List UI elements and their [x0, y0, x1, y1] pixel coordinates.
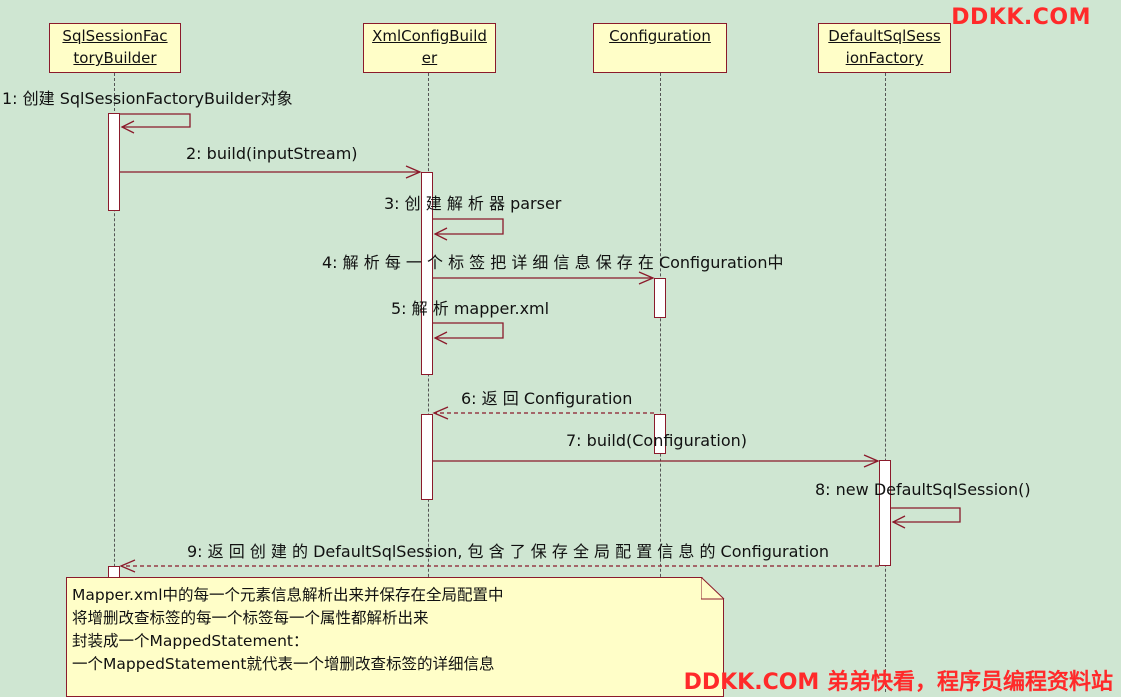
- message-8-arrow: [891, 507, 961, 523]
- actor-label: XmlConfigBuild er: [372, 27, 487, 67]
- lifeline-sqlsessionfactorybuilder: [114, 73, 115, 692]
- message-7-arrowhead: [863, 454, 880, 468]
- note-line-3: 封装成一个MappedStatement：: [72, 632, 309, 650]
- actor-defaultsqlsessionfactory: DefaultSqlSess ionFactory: [818, 23, 951, 73]
- note-line-2: 将增删改查标签的每一个标签每一个属性都解析出来: [72, 609, 429, 627]
- message-5-label: 5: 解 析 mapper.xml: [391, 299, 550, 318]
- message-2-label: 2: build(inputStream): [186, 144, 358, 163]
- note-fold-corner: [701, 577, 725, 600]
- message-6-arrowhead: [432, 406, 449, 420]
- message-5-arrow: [433, 322, 504, 339]
- message-9-label: 9: 返 回 创 建 的 DefaultSqlSession, 包 含 了 保 …: [187, 542, 830, 561]
- message-3-label: 3: 创 建 解 析 器 parser: [384, 194, 562, 213]
- lifeline-xmlconfigbuilder: [428, 73, 429, 692]
- message-3-arrowhead: [433, 227, 448, 241]
- watermark-top: DDKK.COM: [951, 5, 1091, 30]
- note-line-4: 一个MappedStatement就代表一个增删改查标签的详细信息: [72, 655, 495, 673]
- message-2-arrowhead: [405, 165, 422, 179]
- message-1-label: 1: 创建 SqlSessionFactoryBuilder对象: [2, 89, 293, 108]
- message-1-arrow: [120, 113, 191, 128]
- message-4-label: 4: 解 析 每 一 个 标 签 把 详 细 信 息 保 存 在 Configu…: [322, 253, 784, 272]
- activation-builder-1: [108, 113, 120, 211]
- activation-xmlconfig-1: [421, 172, 433, 375]
- message-8-label: 8: new DefaultSqlSession(): [815, 480, 1031, 499]
- lifeline-defaultsqlsessionfactory: [885, 73, 886, 692]
- actor-label: Configuration: [609, 27, 711, 45]
- note-box: [66, 577, 724, 697]
- actor-xmlconfigbuilder: XmlConfigBuild er: [363, 23, 496, 73]
- activation-xmlconfig-2: [421, 414, 433, 500]
- actor-label: SqlSessionFac toryBuilder: [62, 27, 168, 67]
- message-6-label: 6: 返 回 Configuration: [461, 389, 633, 408]
- activation-factory-1: [879, 460, 891, 566]
- actor-label: DefaultSqlSess ionFactory: [828, 27, 941, 67]
- message-1-arrowhead: [120, 120, 135, 134]
- message-3-arrow: [433, 218, 504, 235]
- message-4-arrowhead: [638, 271, 655, 285]
- actor-configuration: Configuration: [593, 23, 727, 73]
- actor-sqlsessionfactorybuilder: SqlSessionFac toryBuilder: [49, 23, 181, 73]
- watermark-bottom: DDKK.COM 弟弟快看，程序员编程资料站: [683, 670, 1113, 695]
- message-8-arrowhead: [891, 515, 906, 529]
- lifeline-configuration: [660, 73, 661, 692]
- message-7-label: 7: build(Configuration): [566, 431, 747, 450]
- note-line-1: Mapper.xml中的每一个元素信息解析出来并保存在全局配置中: [72, 586, 504, 604]
- message-5-arrowhead: [433, 331, 448, 345]
- activation-configuration-1: [654, 278, 666, 318]
- message-9-arrowhead: [119, 559, 136, 573]
- activation-configuration-2: [654, 414, 666, 454]
